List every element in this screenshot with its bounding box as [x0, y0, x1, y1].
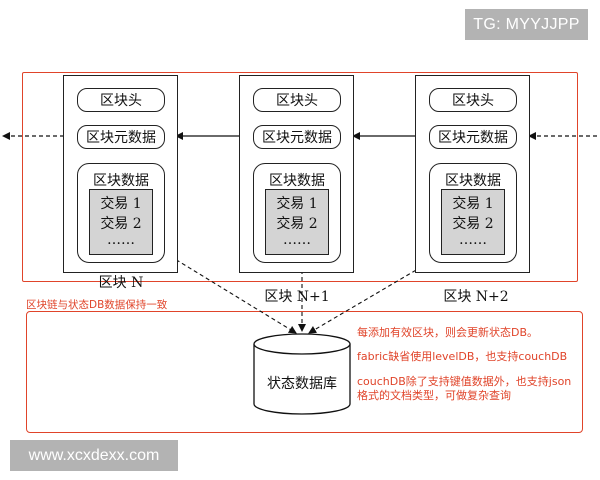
block-data-title: 区块数据 [93, 173, 149, 189]
block-header: 区块头 [77, 88, 165, 112]
block-metadata: 区块元数据 [77, 125, 165, 149]
block-label-n-plus-2: 区块 N+2 [443, 289, 509, 305]
sync-label: 区块链与状态DB数据保持一致 [26, 299, 168, 311]
transactions-box: 交易 1 交易 2 …… [441, 189, 505, 255]
block-data-title: 区块数据 [269, 173, 325, 189]
block-n-plus-2: 区块头 区块元数据 区块数据 交易 1 交易 2 …… [415, 75, 530, 273]
note-couchdb-json: couchDB除了支持键值数据外，也支持json [357, 375, 572, 388]
block-data-title: 区块数据 [445, 173, 501, 189]
block-header: 区块头 [253, 88, 341, 112]
transaction-1: 交易 1 [452, 196, 494, 212]
state-database-label: 状态数据库 [267, 376, 337, 392]
state-db-frame [26, 311, 583, 433]
transaction-1: 交易 1 [276, 196, 318, 212]
block-n-plus-1: 区块头 区块元数据 区块数据 交易 1 交易 2 …… [239, 75, 354, 273]
transactions-box: 交易 1 交易 2 …… [265, 189, 329, 255]
transactions-box: 交易 1 交易 2 …… [89, 189, 153, 255]
block-label-n-plus-1: 区块 N+1 [264, 289, 330, 305]
note-couchdb-query: 格式的文档类型，可做复杂查询 [357, 389, 511, 402]
transaction-2: 交易 2 [276, 216, 318, 232]
note-default-leveldb: fabric缺省使用levelDB，也支持couchDB [357, 350, 568, 363]
transaction-more: …… [283, 232, 311, 248]
note-update-state-db: 每添加有效区块，则会更新状态DB。 [357, 326, 539, 339]
watermark-top: TG: MYYJJPP [465, 9, 588, 40]
block-data: 区块数据 交易 1 交易 2 …… [77, 163, 165, 263]
block-n: 区块头 区块元数据 区块数据 交易 1 交易 2 …… [63, 75, 178, 273]
blockchain-frame [22, 72, 578, 282]
database-icon [253, 333, 351, 415]
transaction-1: 交易 1 [100, 196, 142, 212]
arrow-n-to-db [169, 255, 297, 334]
watermark-bottom: www.xcxdexx.com [10, 440, 178, 471]
block-metadata: 区块元数据 [429, 125, 517, 149]
transaction-2: 交易 2 [100, 216, 142, 232]
block-metadata: 区块元数据 [253, 125, 341, 149]
transaction-2: 交易 2 [452, 216, 494, 232]
transaction-more: …… [459, 232, 487, 248]
transaction-more: …… [107, 232, 135, 248]
block-data: 区块数据 交易 1 交易 2 …… [253, 163, 341, 263]
block-header: 区块头 [429, 88, 517, 112]
block-data: 区块数据 交易 1 交易 2 …… [429, 163, 517, 263]
arrow-n2-to-db [308, 255, 441, 334]
block-label-n: 区块 N [98, 275, 144, 291]
